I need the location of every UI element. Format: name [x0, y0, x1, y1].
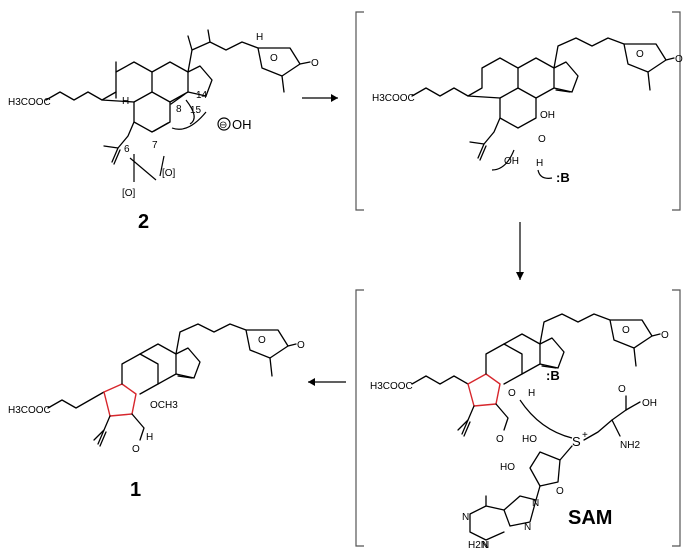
intermediate-2-structure: H3COOC O O O O H :B	[370, 313, 669, 445]
carbon-7-label: 7	[152, 140, 158, 151]
compound-1-structure: H3COOC O O O H OCH3 1	[8, 323, 305, 501]
lactone-carbonyl-o: O	[297, 340, 305, 351]
base-label: :B	[556, 170, 570, 185]
lactone-o: O	[622, 325, 630, 336]
ester-label: H3COOC	[370, 381, 413, 392]
aldehyde-h: H	[146, 432, 153, 443]
base-label: :B	[546, 368, 560, 383]
hydroxide-label: OH	[232, 117, 252, 132]
lactone-o: O	[270, 53, 278, 64]
hydroxide-charge: ⊖	[219, 120, 227, 131]
carboxyl-oh: OH	[642, 398, 657, 409]
carboxyl-o: O	[618, 384, 626, 395]
h-label: H	[536, 158, 543, 169]
bracket-right-1	[672, 11, 681, 211]
ribose-o: O	[556, 486, 564, 497]
adenine-n3: N	[462, 512, 469, 523]
adenine-amine: H2N	[468, 540, 488, 551]
lactone-carbonyl-o: O	[661, 330, 669, 341]
lactone-carbonyl-o: O	[311, 58, 319, 69]
ribose-hydroxyl-1: HO	[522, 434, 537, 445]
compound-1-label: 1	[130, 479, 141, 501]
intermediate-1-structure: H3COOC O O OH OH O H :B	[372, 37, 683, 185]
sulfur-label: S	[572, 434, 581, 449]
h-label: H	[528, 388, 535, 399]
compound-2-structure: H3COOC H O O H 6 7 8 14	[8, 29, 319, 233]
ester-label: H3COOC	[8, 405, 51, 416]
adenine-n2: N	[524, 522, 531, 533]
ester-label: H3COOC	[8, 97, 51, 108]
bracket-right-2	[672, 289, 681, 547]
lactone-o: O	[258, 335, 266, 346]
ester-label: H3COOC	[372, 93, 415, 104]
carbon-14-label: 14	[196, 90, 208, 101]
lactone-o: O	[636, 49, 644, 60]
carbon-6-label: 6	[124, 144, 130, 155]
sam-label: SAM	[568, 507, 612, 529]
bracket-left-2	[355, 289, 364, 547]
lactone-carbonyl-o: O	[675, 54, 683, 65]
h8-label: H	[122, 96, 129, 107]
adenine-n4: N	[482, 540, 489, 551]
aldehyde-o: O	[496, 434, 504, 445]
h-label: H	[256, 32, 263, 43]
bracket-left-1	[355, 11, 364, 211]
carbon-15-label: 15	[190, 105, 202, 116]
oxygen-label: O	[508, 388, 516, 399]
ribose-hydroxyl-2: HO	[500, 462, 515, 473]
sulfonium-charge: +	[582, 430, 588, 441]
amine-label: NH2	[620, 440, 640, 451]
oxygen-label: O	[538, 134, 546, 145]
oxidant-2-label: [O]	[162, 168, 176, 179]
sam-structure: S + O OH NH2 O HO HO N N N N H2N SAM	[462, 384, 657, 551]
compound-2-label: 2	[138, 211, 149, 233]
hydroxyl-2: OH	[504, 156, 519, 167]
aldehyde-o: O	[132, 444, 140, 455]
hydroxyl-1: OH	[540, 110, 555, 121]
oxidant-1-label: [O]	[122, 188, 136, 199]
methoxy-label: OCH3	[150, 400, 178, 411]
adenine-n1: N	[532, 498, 539, 509]
carbon-8-label: 8	[176, 104, 182, 115]
